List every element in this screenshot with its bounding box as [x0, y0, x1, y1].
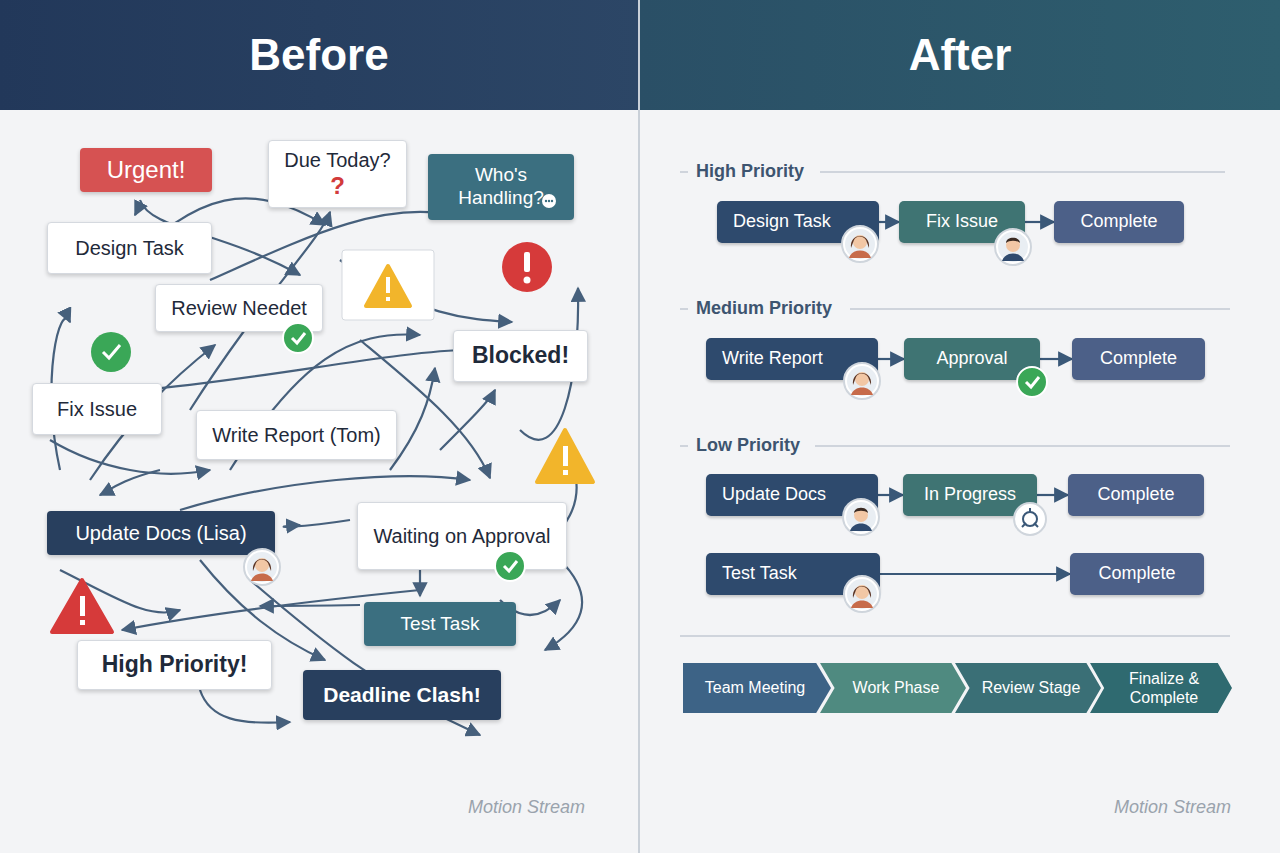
- stage-box: Approval: [904, 338, 1040, 380]
- task-card: High Priority!: [77, 640, 272, 690]
- node-text: Complete: [1098, 563, 1175, 585]
- task-card: Test Task: [364, 602, 516, 646]
- flow-arrow: [1025, 221, 1054, 223]
- phase-chevron: Review Stage: [955, 663, 1101, 713]
- section-label: High Priority: [690, 161, 810, 182]
- phase-chevron: Work Phase: [820, 663, 966, 713]
- node-text: Waiting on Approval: [373, 524, 550, 548]
- complete-box: Complete: [1054, 201, 1184, 243]
- task-card: Fix Issue: [32, 383, 162, 435]
- node-text: Complete: [1097, 484, 1174, 506]
- node-text: Review Stage: [982, 678, 1081, 697]
- flow-arrow: [879, 221, 899, 223]
- task-card: Update Docs (Lisa): [47, 511, 275, 555]
- complete-box: Complete: [1072, 338, 1205, 380]
- stage-box: Fix Issue: [899, 201, 1025, 243]
- sticky-note: Urgent!: [80, 148, 212, 192]
- flow-arrow: [1040, 358, 1072, 360]
- node-text: Fix Issue: [57, 397, 137, 421]
- node-text: Team Meeting: [705, 678, 806, 697]
- node-text: In Progress: [924, 484, 1016, 506]
- node-text: Design Task: [75, 236, 184, 260]
- node-text: After: [909, 29, 1012, 82]
- task-card: Deadline Clash!: [303, 670, 501, 720]
- node-text: Before: [249, 29, 388, 82]
- node-text: Review Needet: [171, 296, 307, 320]
- phase-chevron: Finalize & Complete: [1090, 663, 1232, 713]
- node-text: Update Docs: [722, 484, 826, 506]
- node-text: Approval: [936, 348, 1007, 370]
- node-text: Deadline Clash!: [323, 682, 481, 707]
- complete-box: Complete: [1070, 553, 1204, 595]
- watermark: Motion Stream: [468, 797, 585, 818]
- flow-arrow: [880, 573, 1070, 575]
- stage-box: In Progress: [903, 474, 1037, 516]
- node-text: Test Task: [722, 563, 797, 585]
- task-card: Write Report (Tom): [196, 410, 397, 460]
- node-text: Blocked!: [472, 342, 569, 370]
- node-text: Test Task: [401, 613, 480, 636]
- complete-box: Complete: [1068, 474, 1204, 516]
- section-label: Medium Priority: [690, 298, 838, 319]
- node-text: Urgent!: [107, 156, 186, 185]
- sticky-note: Due Today??: [268, 140, 407, 208]
- phase-chevron: Team Meeting: [683, 663, 831, 713]
- question-mark: ?: [330, 172, 345, 201]
- header-band: Before: [0, 0, 638, 110]
- node-text: Write Report: [722, 348, 823, 370]
- task-card: Design Task: [47, 222, 212, 274]
- flow-arrow: [878, 494, 903, 496]
- task-box: Write Report: [706, 338, 878, 380]
- node-text: Work Phase: [853, 678, 940, 697]
- watermark: Motion Stream: [1114, 797, 1231, 818]
- task-box: Design Task: [717, 201, 879, 243]
- task-card: Blocked!: [453, 330, 588, 382]
- node-text: Update Docs (Lisa): [75, 521, 246, 545]
- task-box: Update Docs: [706, 474, 878, 516]
- node-text: Design Task: [733, 211, 831, 233]
- node-text: High Priority!: [102, 651, 248, 679]
- section-label: Low Priority: [690, 435, 806, 456]
- node-text: Finalize & Complete: [1110, 669, 1218, 707]
- node-text: Complete: [1100, 348, 1177, 370]
- header-band: After: [640, 0, 1280, 110]
- node-text: Complete: [1080, 211, 1157, 233]
- node-text: Who's Handling?: [440, 164, 562, 210]
- node-text: Fix Issue: [926, 211, 998, 233]
- node-text: Due Today?: [284, 148, 390, 172]
- task-card: Waiting on Approval: [357, 502, 567, 570]
- node-text: Write Report (Tom): [212, 423, 381, 447]
- task-box: Test Task: [706, 553, 880, 595]
- flow-arrow: [1037, 494, 1068, 496]
- sticky-note: Who's Handling?: [428, 154, 574, 220]
- flow-arrow: [878, 358, 904, 360]
- task-card: Review Needet: [155, 284, 323, 332]
